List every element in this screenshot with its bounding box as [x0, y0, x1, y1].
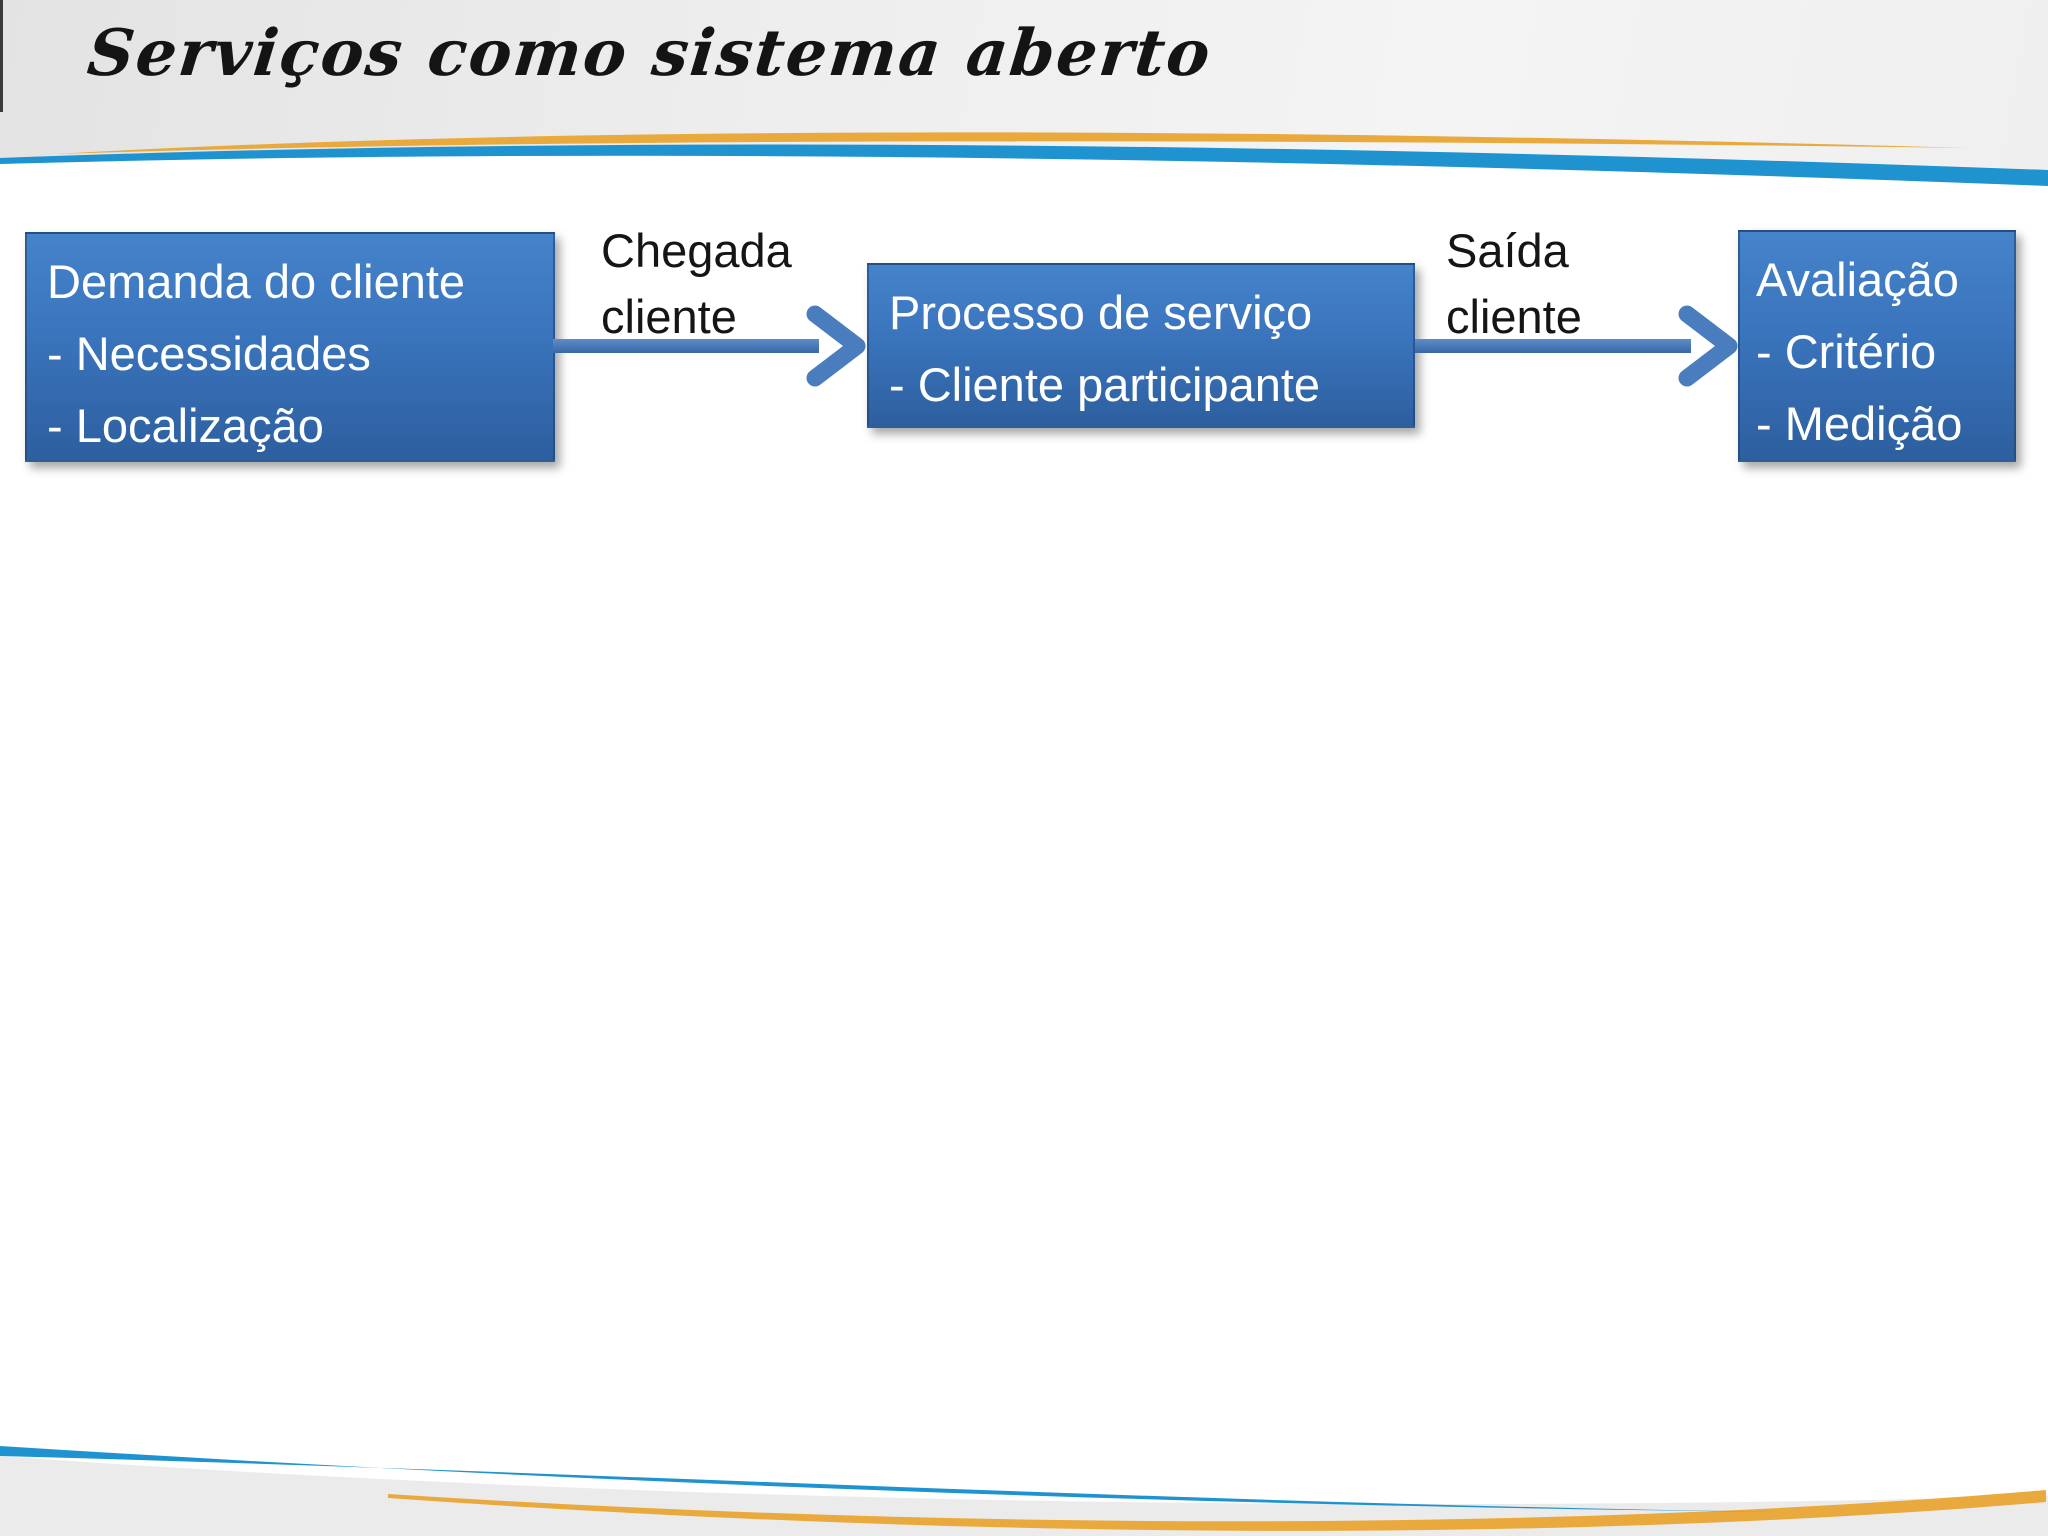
bottom-swoosh-decoration: [0, 1446, 2048, 1536]
node-bullet: - Localização: [47, 399, 324, 452]
slide-title: Serviços como sistema aberto: [84, 16, 1216, 91]
node-title: Avaliação: [1756, 253, 1959, 306]
node-title: Demanda do cliente: [47, 255, 466, 308]
node-bullet: - Medição: [1756, 397, 1963, 450]
node-processo-de-servico: Processo de serviço - Cliente participan…: [867, 263, 1415, 428]
node-bullet: - Necessidades: [47, 327, 371, 380]
node-bullet: - Cliente participante: [889, 358, 1321, 411]
arrow-demanda-to-processo: [553, 305, 866, 387]
node-title: Processo de serviço: [889, 286, 1313, 339]
flow-label-line: Chegada: [601, 224, 792, 277]
flow-label-saida-cliente: Saída cliente: [1446, 218, 1582, 350]
flow-label-line: cliente: [601, 290, 737, 343]
top-swoosh-decoration: [0, 132, 2048, 206]
left-edge-artifact: [0, 0, 3, 112]
node-avaliacao: Avaliação - Critério - Medição: [1738, 230, 2016, 462]
arrow-processo-to-avaliacao: [1415, 305, 1738, 387]
node-bullet: - Critério: [1756, 325, 1937, 378]
node-demanda-do-cliente: Demanda do cliente - Necessidades - Loca…: [25, 232, 555, 462]
flow-label-chegada-cliente: Chegada cliente: [601, 218, 792, 350]
flow-label-line: Saída: [1446, 224, 1569, 277]
flow-label-line: cliente: [1446, 290, 1582, 343]
